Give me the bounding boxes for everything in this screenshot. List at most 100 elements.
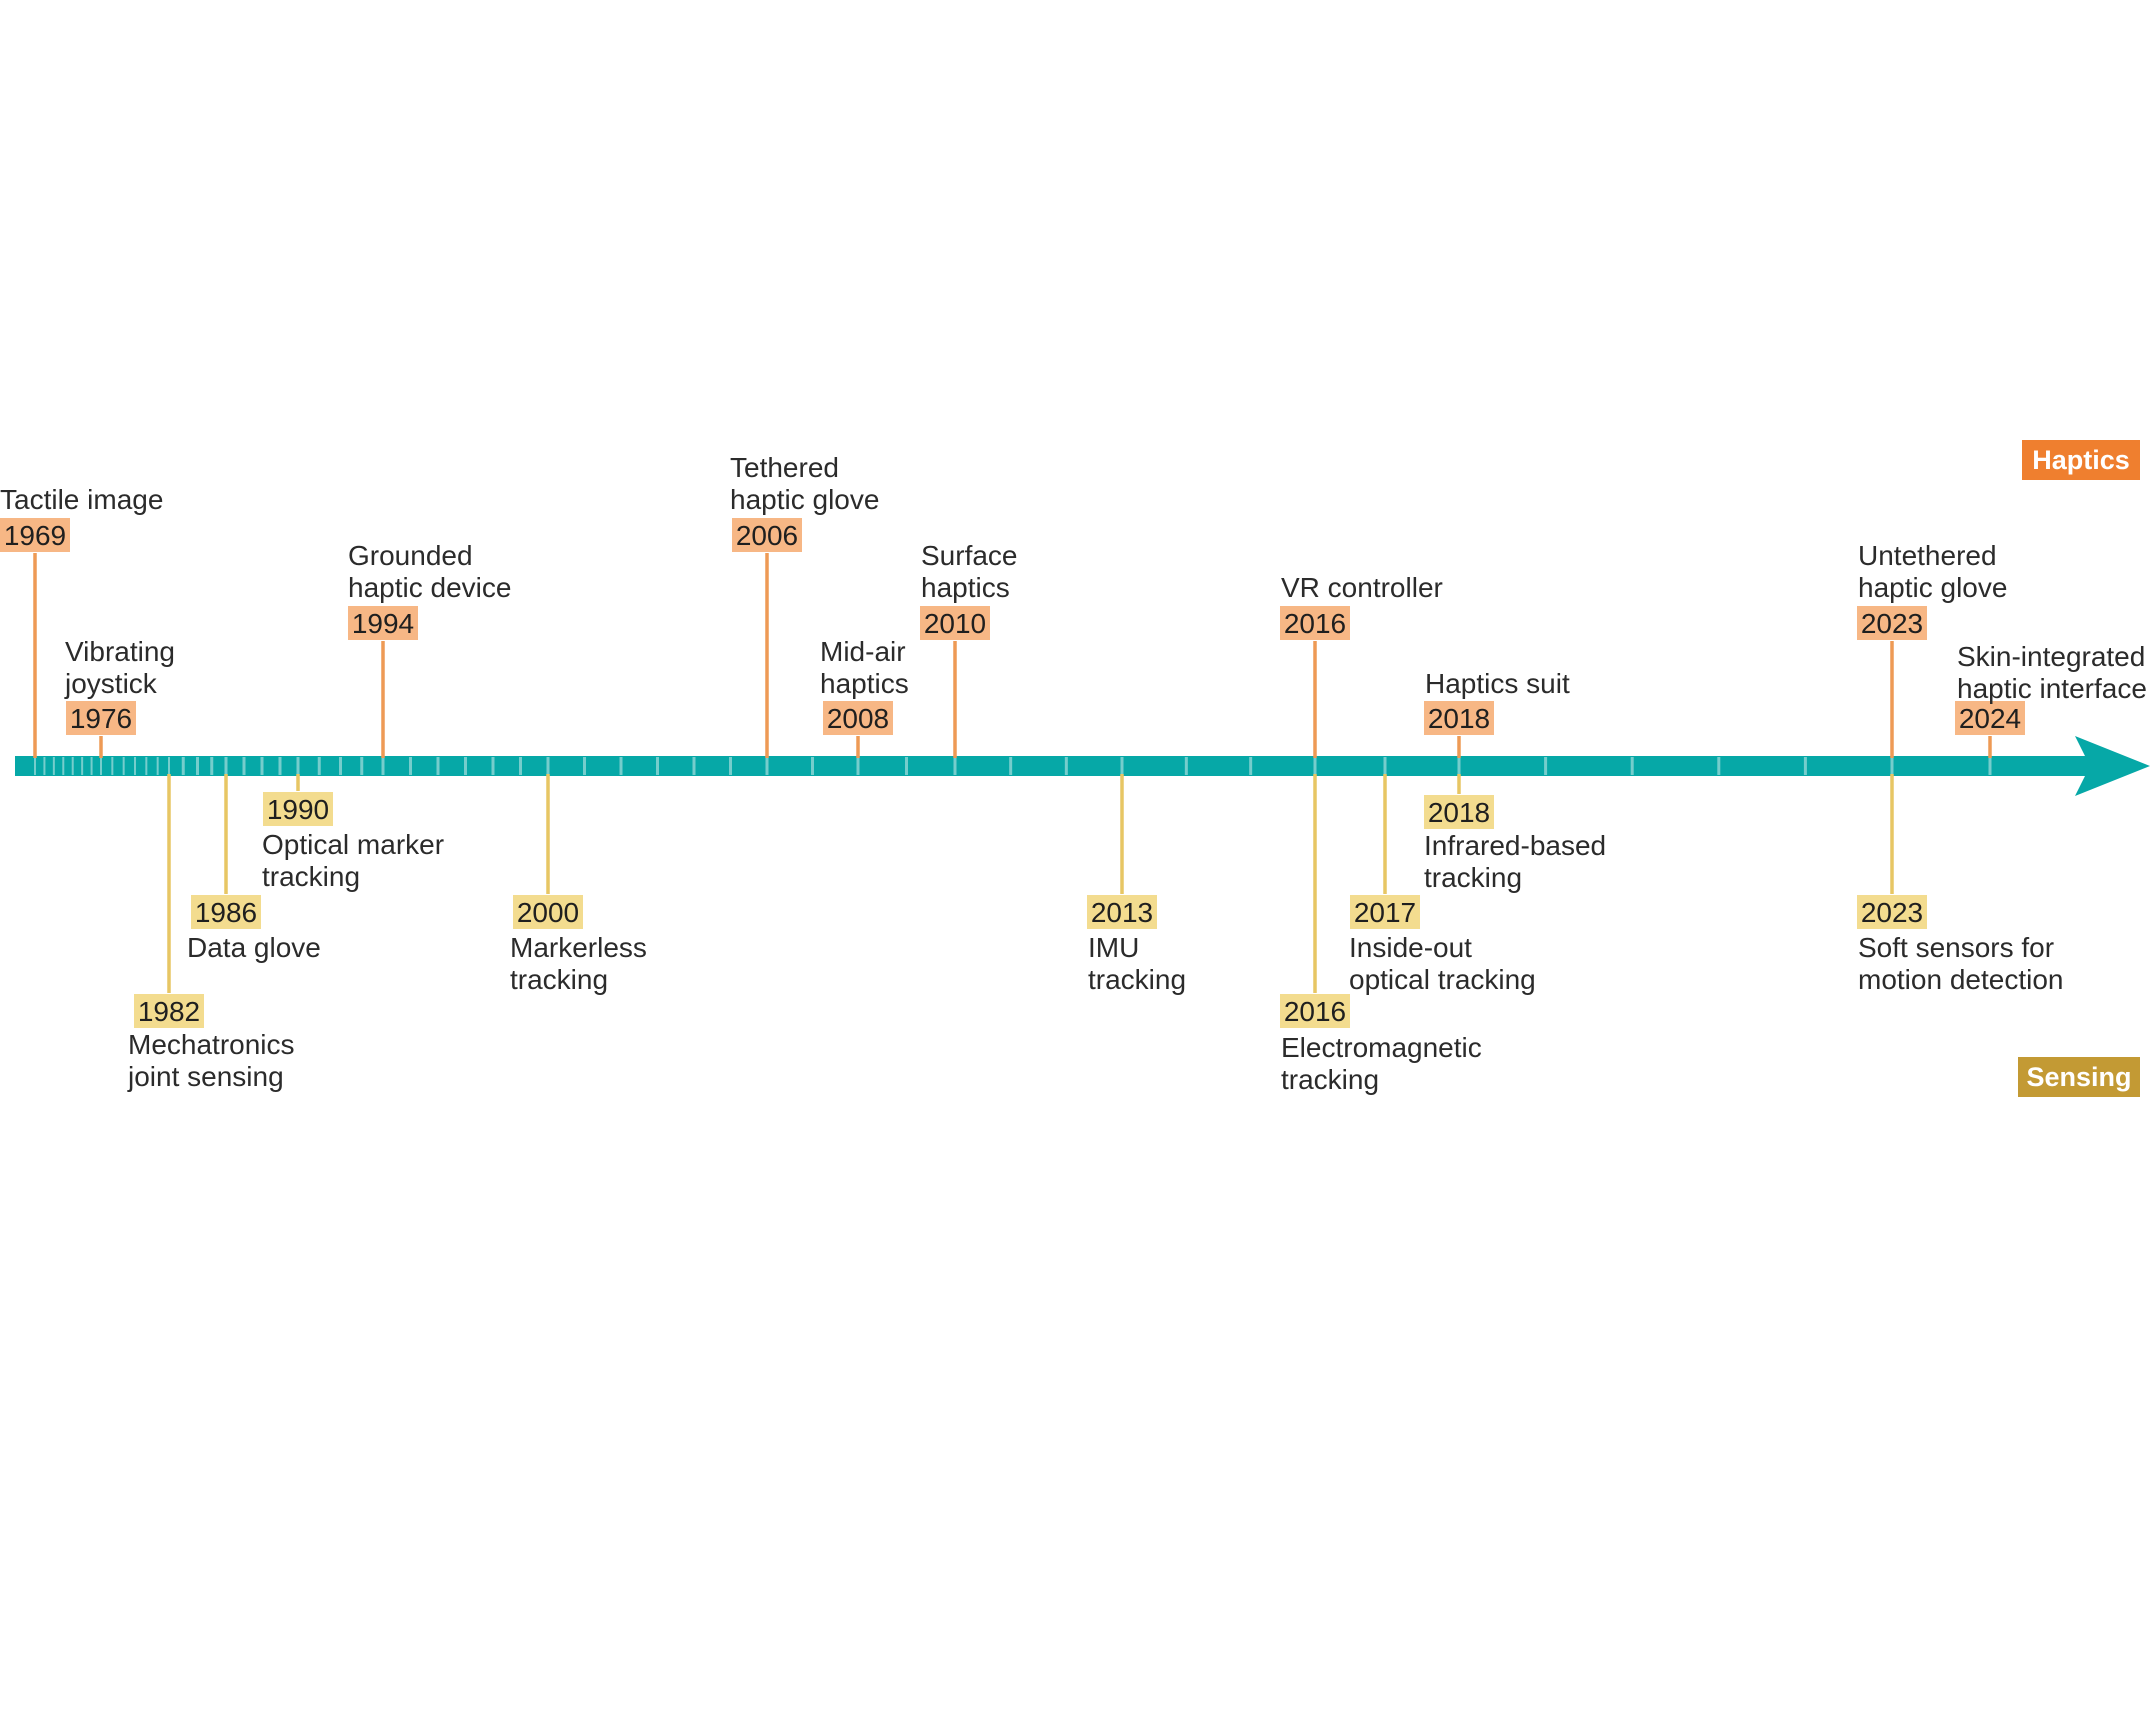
year-tick [656,757,659,775]
year-tick [464,757,467,775]
year-tick [181,757,185,775]
sensing-year-label: 2023 [1861,897,1923,928]
sensing-event-label: Infrared-based [1424,830,1606,861]
year-tick [1630,757,1634,775]
year-tick [196,757,199,775]
sensing-event-label: joint sensing [127,1061,284,1092]
year-tick [242,757,246,775]
haptics-event-label: Skin-integrated [1957,641,2145,672]
year-tick [1249,757,1253,775]
year-tick [692,757,696,775]
haptics-event: 2016 VR controller [1280,572,1443,758]
year-tick [62,757,65,775]
haptics-event-label: haptic device [348,572,511,603]
sensing-event-label: IMU [1088,932,1139,963]
haptics-year-label: 2023 [1861,608,1923,639]
year-tick [317,757,321,775]
year-tick [360,757,364,775]
sensing-year-box [1424,795,1494,829]
haptics-year-box [1955,701,2025,735]
haptics-event-label: haptics [820,668,909,699]
haptics-year-box [920,606,990,640]
haptics-event-label: Untethered [1858,540,1997,571]
year-tick [52,757,55,775]
year-tick [1313,757,1317,775]
year-tick [619,757,623,775]
sensing-year-box [1350,895,1420,929]
haptics-year-box [1857,606,1927,640]
sensing-year-box [1087,895,1157,929]
haptics-year-box [66,701,136,735]
sensing-year-box [263,792,333,826]
year-tick [71,757,74,775]
haptics-year-label: 2018 [1428,703,1490,734]
year-tick [905,757,908,775]
year-tick [953,757,957,775]
haptics-event-label: Tactile image [0,484,163,515]
sensing-year-label: 1986 [195,897,257,928]
haptics-event-label: Mid-air [820,636,906,667]
haptics-year-label: 2008 [827,703,889,734]
sensing-year-box [1857,895,1927,929]
haptics-year-box [1424,701,1494,735]
sensing-event-label: tracking [510,964,608,995]
haptics-year-label: 1994 [352,608,414,639]
year-tick [1009,757,1013,775]
year-tick [409,757,412,775]
haptics-event-label: haptic glove [730,484,879,515]
year-tick [436,757,440,775]
sensing-legend-label: Sensing [2026,1062,2131,1092]
haptics-event-label: joystick [64,668,158,699]
haptics-year-box [732,518,802,552]
sensing-year-box [1280,994,1350,1028]
year-tick [122,757,125,775]
year-tick [1717,757,1721,775]
year-tick [43,757,46,775]
year-tick [90,757,93,775]
sensing-year-label: 2017 [1354,897,1416,928]
sensing-event-label: Markerless [510,932,647,963]
year-tick [296,757,300,775]
year-tick [134,757,136,775]
year-tick [156,757,159,775]
haptics-year-label: 2016 [1284,608,1346,639]
year-tick [1803,757,1807,775]
sensing-event-label: tracking [262,861,360,892]
haptics-year-box [1280,606,1350,640]
year-tick [111,757,114,775]
sensing-year-box [513,895,583,929]
year-tick [224,757,228,775]
year-tick [1064,757,1068,775]
year-tick [546,757,550,775]
haptics-year-box [348,606,418,640]
year-tick [145,757,148,775]
year-tick [1383,757,1387,775]
year-tick [1890,757,1894,775]
haptics-year-label: 1969 [4,520,66,551]
year-tick [583,757,586,775]
sensing-year-label: 1990 [267,794,329,825]
sensing-event-label: optical tracking [1349,964,1536,995]
year-tick [1184,757,1188,775]
year-tick [491,757,495,775]
haptics-event-label: VR controller [1281,572,1443,603]
sensing-year-label: 2016 [1284,996,1346,1027]
sensing-event-label: Soft sensors for [1858,932,2054,963]
haptics-year-label: 2024 [1959,703,2021,734]
year-tick [729,757,732,775]
year-tick [381,757,385,775]
sensing-event-label: tracking [1424,862,1522,893]
haptics-event-label: haptic interface [1957,673,2147,704]
